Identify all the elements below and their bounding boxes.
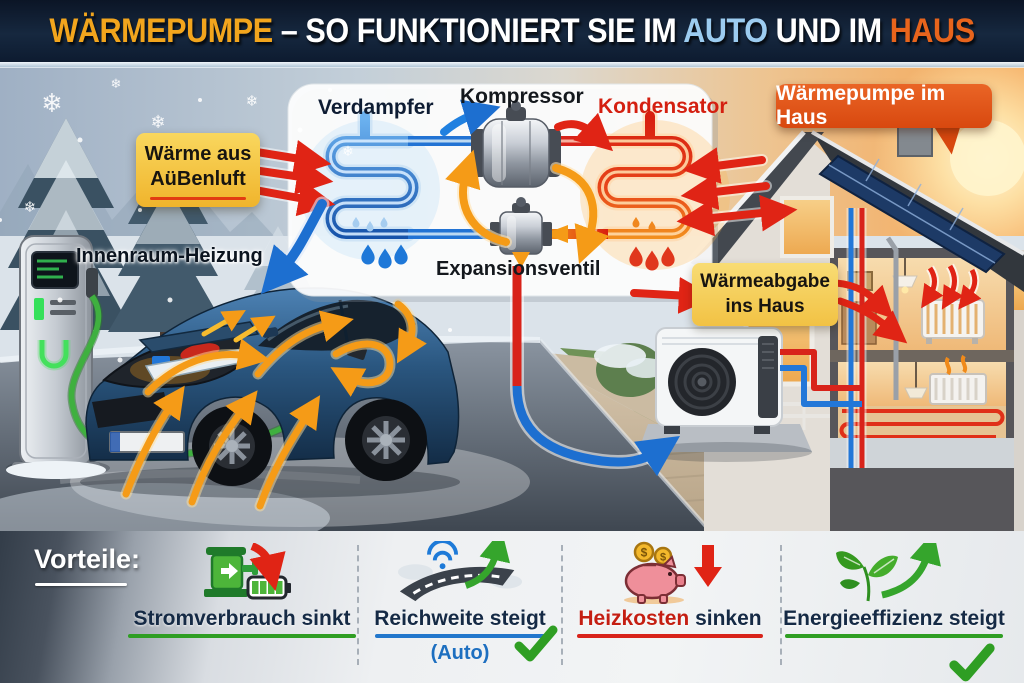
piggy-bank-icon: $ $	[566, 539, 774, 605]
cabin-heating-label: Innenraum-Heizung	[76, 245, 263, 267]
heat-source-line2: AüBenluft	[150, 168, 246, 190]
benefit-label: Reichweite steigt	[374, 607, 546, 630]
benefit-energy-efficiency: Energieeffizienz steigt	[778, 539, 1010, 682]
benefit-sublabel: (Auto)	[430, 642, 490, 664]
benefits-heading-underline	[35, 583, 127, 586]
house-window-gable	[780, 196, 834, 258]
unit-pipes	[780, 349, 862, 407]
header-divider	[0, 62, 1024, 67]
title-part-waermepumpe: WÄRMEPUMPE	[49, 11, 273, 50]
condenser-label: Kondensator	[598, 95, 728, 118]
cold-air-to-cabin-arrow	[260, 196, 330, 295]
cycle-to-unit-pipe	[510, 266, 680, 477]
benefit-separator	[357, 545, 359, 665]
benefits-bar: Vorteile:	[0, 531, 1024, 683]
floor-slab	[830, 350, 1014, 362]
benefit-underline	[375, 634, 545, 638]
snowflake-icon: ❄	[150, 112, 165, 133]
benefit-label-rest: sinken	[689, 607, 762, 630]
heat-release-callout: Wärmeabgabe ins Haus	[692, 263, 838, 327]
benefit-underline	[577, 634, 763, 638]
heat-release-line2: ins Haus	[725, 295, 805, 317]
ev-charging-station	[6, 235, 356, 479]
expansion-valve-label: Expansionsventil	[436, 258, 601, 280]
snowflake-icon: ❄	[246, 92, 259, 110]
radiator-heat-arrows	[921, 263, 982, 310]
checkmark-icon	[514, 625, 558, 668]
title-part-haus: HAUS	[889, 11, 975, 50]
benefit-separator	[780, 545, 782, 665]
snowflake-icon: ❄	[342, 144, 354, 160]
flow-arrowhead	[544, 225, 568, 243]
road-range-icon	[362, 539, 558, 605]
house-heat-pump-callout: Wärmepumpe im Haus	[776, 82, 992, 129]
cycle-arrows	[440, 99, 614, 264]
heat-release-line1: Wärmeabgabe	[700, 271, 830, 292]
outdoor-heat-pump-unit	[638, 327, 862, 462]
header-banner: WÄRMEPUMPE – SO FUNKTIONIERT SIE IM AUTO…	[0, 0, 1024, 62]
snowflake-icon: ❄	[24, 198, 37, 216]
benefit-label: Stromverbrauch sinkt	[133, 607, 351, 630]
benefit-heating-costs: $ $ Heizkosten sinken	[566, 539, 774, 638]
charger-led	[34, 298, 44, 320]
leaves-growth-icon	[778, 539, 1010, 605]
evaporator-label: Verdampfer	[318, 96, 434, 119]
house-to-condenser-arrows	[676, 147, 798, 237]
callout-underline	[150, 197, 246, 200]
title-part-middle: – SO FUNKTIONIERT SIE IM	[272, 11, 684, 50]
heat-pump-cycle-panel	[287, 83, 730, 302]
solar-panels	[818, 154, 1006, 274]
cabin-heat-arrows	[120, 298, 427, 512]
heat-squiggles	[944, 354, 968, 376]
floor-heating-coil	[839, 409, 1005, 439]
benefits-heading: Vorteile:	[34, 544, 141, 574]
heat-source-callout: Wärme aus AüBenluft	[136, 133, 260, 207]
house-pipes	[846, 208, 867, 468]
benefit-label-accent: Heizkosten	[578, 607, 690, 630]
benefit-label: Energieeffizienz steigt	[783, 607, 1005, 630]
house-callout-text: Wärmepumpe im Haus	[776, 82, 946, 129]
radiator-lower	[929, 354, 987, 405]
benefit-underline	[785, 634, 1003, 638]
compressor-label: Kompressor	[460, 85, 584, 108]
title-part-auto: AUTO	[683, 11, 768, 50]
benefit-underline	[128, 634, 356, 638]
title-part-undim: UND IM	[767, 11, 890, 50]
snowflakes: ❄ ❄ ❄ ❄ ❄ ❄	[24, 77, 354, 216]
coin-symbol: $	[660, 552, 666, 564]
checkmark-icon	[948, 643, 996, 683]
benefit-label: Heizkosten sinken	[566, 607, 774, 631]
rear-wheel	[345, 399, 427, 481]
charger-logo	[37, 340, 71, 371]
snowflake-icon: ❄	[111, 77, 122, 92]
pendant-lamp	[892, 258, 918, 294]
heat-source-line1: Wärme aus	[144, 143, 252, 165]
benefit-separator	[561, 545, 563, 665]
benefit-range: Reichweite steigt (Auto)	[362, 539, 558, 665]
benefit-power-consumption: Stromverbrauch sinkt	[116, 539, 368, 638]
winter-scene: ❄ ❄ ❄ ❄ ❄ ❄	[0, 62, 1024, 531]
page-title: WÄRMEPUMPE – SO FUNKTIONIERT SIE IM AUTO…	[49, 11, 975, 51]
snowflake-icon: ❄	[41, 89, 63, 119]
radiator-upper	[921, 299, 985, 344]
pendant-lamp	[904, 362, 928, 399]
coin-symbol: $	[641, 546, 648, 560]
car-grille	[92, 392, 170, 428]
ev-charger-battery-icon	[116, 539, 368, 605]
downspout	[885, 236, 899, 400]
roof	[686, 112, 1024, 292]
heat-release-arrows	[630, 277, 908, 344]
